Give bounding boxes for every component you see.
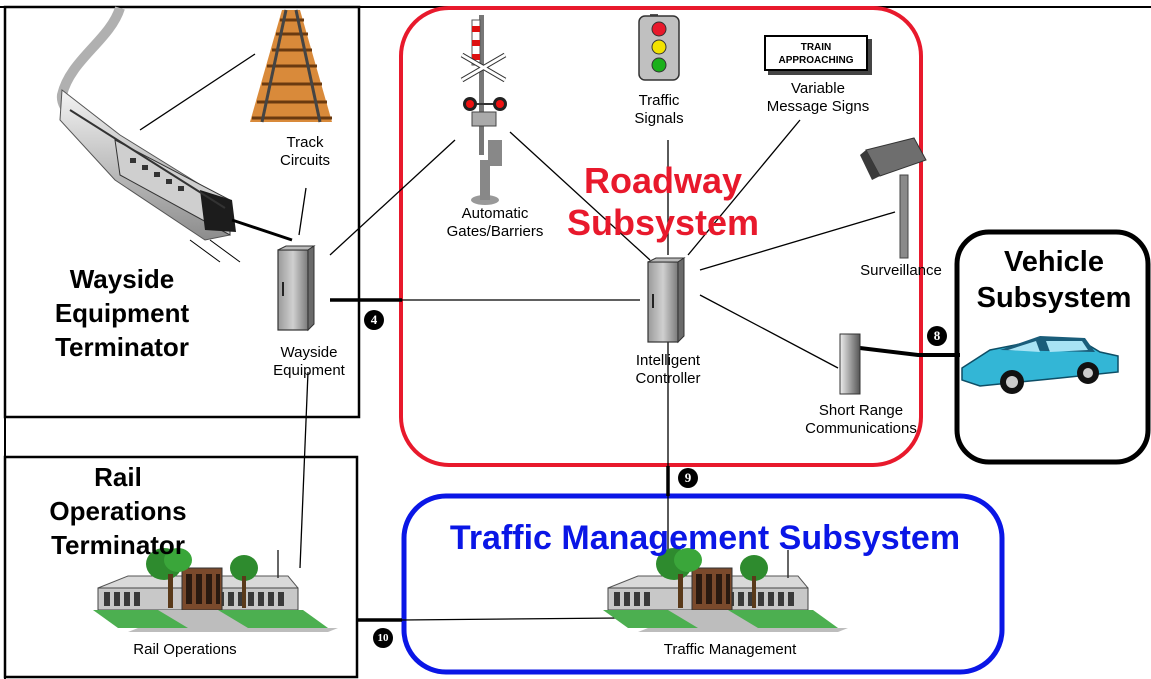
surveillance-camera-icon	[860, 137, 927, 259]
message-sign-icon: TRAIN APPROACHING	[764, 35, 868, 71]
interface-badge-8: 8	[927, 326, 947, 346]
traffic-light-icon	[638, 14, 680, 81]
roadway-subsystem-title: Roadway Subsystem	[566, 160, 760, 243]
interface-badge-4: 4	[364, 310, 384, 330]
connector-lines	[298, 119, 960, 622]
track-circuits-label: Track Circuits	[279, 134, 330, 169]
rail-terminator-box	[3, 455, 359, 679]
traffic-management-building-icon	[602, 547, 849, 633]
vehicle-subsystem-title: Vehicle Subsystem	[976, 246, 1132, 314]
traffic-management-label: Traffic Management	[663, 641, 797, 658]
traffic-management-subsystem-title: Traffic Management Subsystem	[449, 519, 961, 557]
surveillance-label: Surveillance	[860, 262, 942, 279]
rail-operations-label: Rail Operations	[133, 641, 237, 658]
traffic-signals-label: Traffic Signals	[634, 92, 684, 127]
intelligent-controller-cabinet-icon	[647, 257, 685, 343]
automatic-gates-label: Automatic Gates/Barriers	[446, 205, 544, 240]
wayside-terminator-box	[3, 5, 361, 419]
interface-badge-10: 10	[373, 628, 393, 648]
short-range-comm-label: Short Range Communications	[805, 402, 917, 437]
wayside-equipment-cabinet-icon	[277, 245, 315, 331]
rail-terminator-title: Rail Operations Terminator	[49, 462, 187, 560]
railroad-crossing-gate-icon	[460, 15, 507, 205]
intelligent-controller-label: Intelligent Controller	[635, 352, 701, 387]
traffic-management-subsystem-box	[401, 493, 1005, 675]
variable-message-signs-label: Variable Message Signs	[766, 80, 870, 115]
car-icon	[961, 336, 1119, 394]
wayside-terminator-title: Wayside Equipment Terminator	[54, 264, 190, 362]
roadside-beacon-icon	[839, 333, 861, 395]
railroad-track-icon	[250, 9, 332, 123]
interface-badge-9: 9	[678, 468, 698, 488]
train-icon	[56, 6, 293, 263]
roadway-subsystem-box	[399, 6, 923, 467]
wayside-equipment-label: Wayside Equipment	[273, 344, 345, 379]
vehicle-subsystem-box	[954, 229, 1151, 465]
